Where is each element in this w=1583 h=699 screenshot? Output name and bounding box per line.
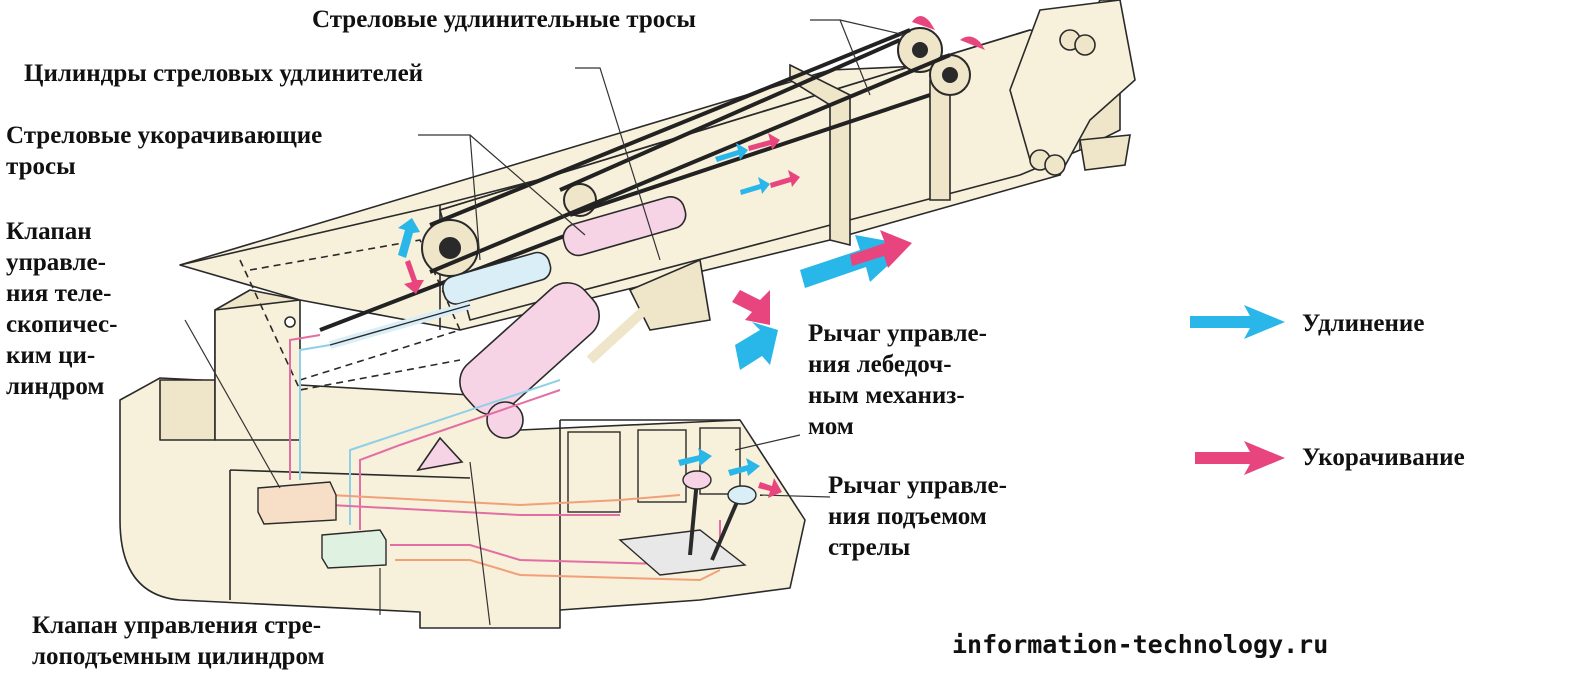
- legend-retraction-label: Укорачивание: [1302, 444, 1465, 471]
- cab-windows: [567, 427, 741, 513]
- legend-extension-label: Удлинение: [1302, 310, 1425, 337]
- boom-base: [159, 289, 301, 441]
- boom-frames: [628, 63, 951, 331]
- watermark-url: information-technology.ru: [952, 630, 1329, 659]
- label-telescopic-valve: Клапан управле- ния теле- скопичес- ким …: [6, 218, 118, 400]
- control-levers: [618, 470, 757, 576]
- telescopic-valve-box: [257, 481, 337, 525]
- leader-lines: [184, 19, 906, 626]
- boom-tip: [1009, 0, 1136, 177]
- legend-extension-arrow: [1190, 305, 1285, 339]
- motion-arrows: [398, 16, 985, 498]
- lift-valve-box: [321, 529, 387, 569]
- legend-arrows: [1190, 305, 1285, 475]
- label-winch-lever: Рычаг управле- ния лебедоч- ным механиз-…: [808, 320, 987, 440]
- label-lift-valve: Клапан управления стре- лоподъемным цили…: [32, 612, 325, 670]
- legend-retraction-arrow: [1195, 441, 1285, 475]
- label-retraction-cables: Стреловые укорачивающие тросы: [6, 122, 323, 180]
- label-lift-lever: Рычаг управле- ния подъемом стрелы: [828, 472, 1007, 561]
- hydraulic-lines: [289, 334, 721, 582]
- sheaves: [421, 27, 971, 277]
- label-extension-cylinders: Цилиндры стреловых удлинителей: [24, 60, 424, 87]
- label-extension-cables: Стреловые удлинительные тросы: [312, 6, 696, 33]
- extension-cylinders: [328, 196, 687, 349]
